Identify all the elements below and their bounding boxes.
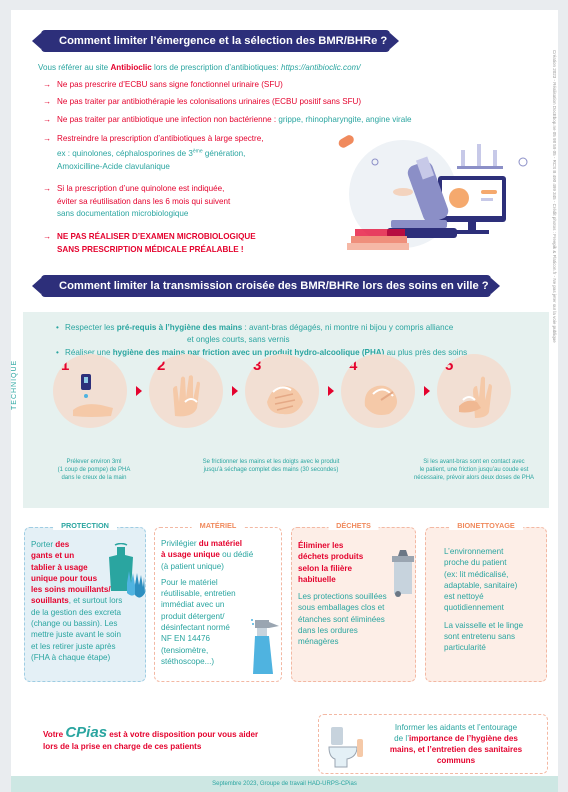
bullet-warning: NE PAS RÉALISER D’EXAMEN MICROBIOLOGIQUE… — [43, 231, 256, 256]
card-dechets-text: Éliminer les déchets produits selon la f… — [298, 541, 387, 647]
bullet-quinolone: Si la prescription d’une quinolone est i… — [43, 183, 230, 221]
step-4-circle: 4 — [341, 354, 415, 428]
banner-left-tip — [32, 278, 41, 294]
card-protection-header: PROTECTION — [53, 521, 117, 530]
card-protection: PROTECTION Porter des gants et un tablie… — [24, 521, 146, 682]
step-3-circle: 3 — [245, 354, 319, 428]
page: Création 2023 - Réalisation DocEbop.ne 0… — [11, 10, 558, 792]
footer: Septembre 2023, Groupe de travail HAD-UR… — [11, 776, 558, 792]
thumb-rotation-icon — [364, 385, 397, 415]
microscope-lab-illustration — [338, 135, 528, 250]
bullet-non-bacterial: Ne pas traiter par antibiotique une infe… — [43, 114, 412, 127]
banner-right-tip — [390, 33, 399, 49]
inform-box: Informer les aidants et l’entourage de l… — [318, 714, 548, 774]
bullet-restrict: Restreindre la prescription d’antibiotiq… — [43, 133, 263, 173]
card-bionettoyage-text: L’environnement proche du patient (ex: l… — [444, 547, 524, 653]
inform-text: Informer les aidants et l’entourage de l… — [389, 723, 523, 765]
caption-step-5: Si les avant-bras sont en contact avec l… — [413, 459, 535, 481]
requirement-prerequisites: • Respecter les pré-requis à l’hygiène d… — [56, 323, 454, 344]
step-arrow-1 — [136, 386, 142, 396]
dispenser-hand-icon — [73, 374, 113, 417]
toilet-icon — [328, 727, 363, 768]
card-dechets: DÉCHETS Éliminer les déchets produits se… — [291, 521, 416, 682]
card-bionettoyage-header: BIONETTOYAGE — [449, 521, 523, 530]
caption-step-1: Prélever environ 3ml (1 coup de pompe) d… — [57, 459, 131, 481]
cpias-message: Votre CPias est à votre disposition pour… — [43, 724, 259, 751]
step-arrow-4 — [424, 386, 430, 396]
step-arrow-3 — [328, 386, 334, 396]
requirement-friction: • Réaliser une hygiène des mains par fri… — [56, 348, 468, 357]
card-bionettoyage: BIONETTOYAGE L’environnement proche du p… — [425, 521, 547, 682]
section2-title: Comment limiter la transmission croisée … — [59, 280, 489, 292]
antibioclic-link[interactable]: https://antibioclic.com/ — [280, 63, 361, 72]
card-materiel-text: Privilégier du matériel à usage unique o… — [161, 539, 254, 666]
card-dechets-header: DÉCHETS — [328, 521, 379, 530]
card-protection-text: Porter des gants et un tablier à usage u… — [31, 540, 123, 662]
cpias-logo: CPias — [65, 724, 108, 741]
intro-line: Vous référer au site Antibioclic lors de… — [38, 63, 361, 72]
step-1-circle: 1 — [53, 354, 127, 428]
section1-title: Comment limiter l’émergence et la sélect… — [59, 35, 388, 47]
technique-label: TECHNIQUE — [11, 359, 18, 410]
step-arrow-2 — [232, 386, 238, 396]
spray-bottle-icon — [251, 619, 279, 674]
card-materiel: MATÉRIEL Privilégier du matériel à usage… — [154, 521, 282, 682]
section2-title-banner: Comment limiter la transmission croisée … — [32, 275, 500, 297]
apron-gloves-icon — [109, 543, 145, 598]
trash-bin-icon — [392, 550, 414, 597]
interlaced-fingers-icon — [267, 385, 303, 415]
caption-step-2: Se frictionner les mains et les doigts a… — [202, 459, 340, 473]
step-5-circle: 5 — [437, 354, 511, 428]
banner-right-tip — [491, 278, 500, 294]
section1-title-banner: Comment limiter l’émergence et la sélect… — [32, 30, 399, 52]
wrist-friction-icon — [459, 376, 492, 418]
antibioclic-label: Antibioclic — [110, 63, 152, 72]
rubbing-palms-icon — [173, 375, 200, 417]
banner-left-tip — [32, 33, 41, 49]
card-materiel-header: MATÉRIEL — [191, 521, 245, 530]
step-2-circle: 2 — [149, 354, 223, 428]
bullet-ecbu: Ne pas prescrire d’ECBU sans signe fonct… — [43, 79, 283, 92]
bullet-colonisation: Ne pas traiter par antibiothérapie les c… — [43, 96, 361, 109]
